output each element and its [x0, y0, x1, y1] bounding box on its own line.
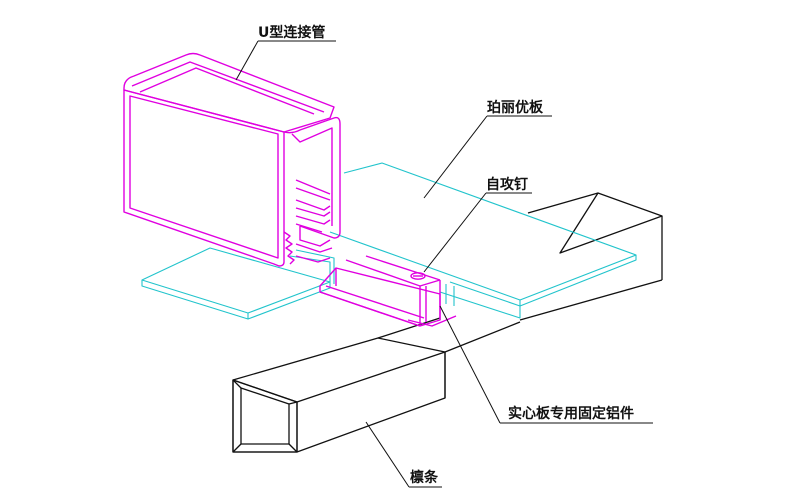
label-aluminum-fixing-part-text: 实心板专用固定铝件: [508, 405, 634, 422]
u-connecting-pipe: [123, 52, 341, 267]
polycarbonate-sheet: [141, 162, 637, 320]
label-aluminum-fixing-part: 实心板专用固定铝件: [439, 305, 653, 424]
aluminum-fixing-part: [319, 255, 457, 327]
label-u-pipe-text: U型连接管: [258, 24, 325, 41]
label-self-tapping-screw-text: 自攻钉: [486, 176, 528, 193]
label-polycarbonate-sheet-text: 珀丽优板: [487, 99, 544, 116]
label-u-pipe: U型连接管: [235, 24, 336, 81]
label-purlin-text: 檩条: [410, 469, 439, 486]
label-self-tapping-screw: 自攻钉: [423, 176, 532, 273]
purlin: [232, 192, 663, 453]
label-polycarbonate-sheet: 珀丽优板: [423, 99, 552, 199]
self-tapping-screw: [410, 272, 426, 280]
label-purlin: 檩条: [365, 421, 442, 488]
